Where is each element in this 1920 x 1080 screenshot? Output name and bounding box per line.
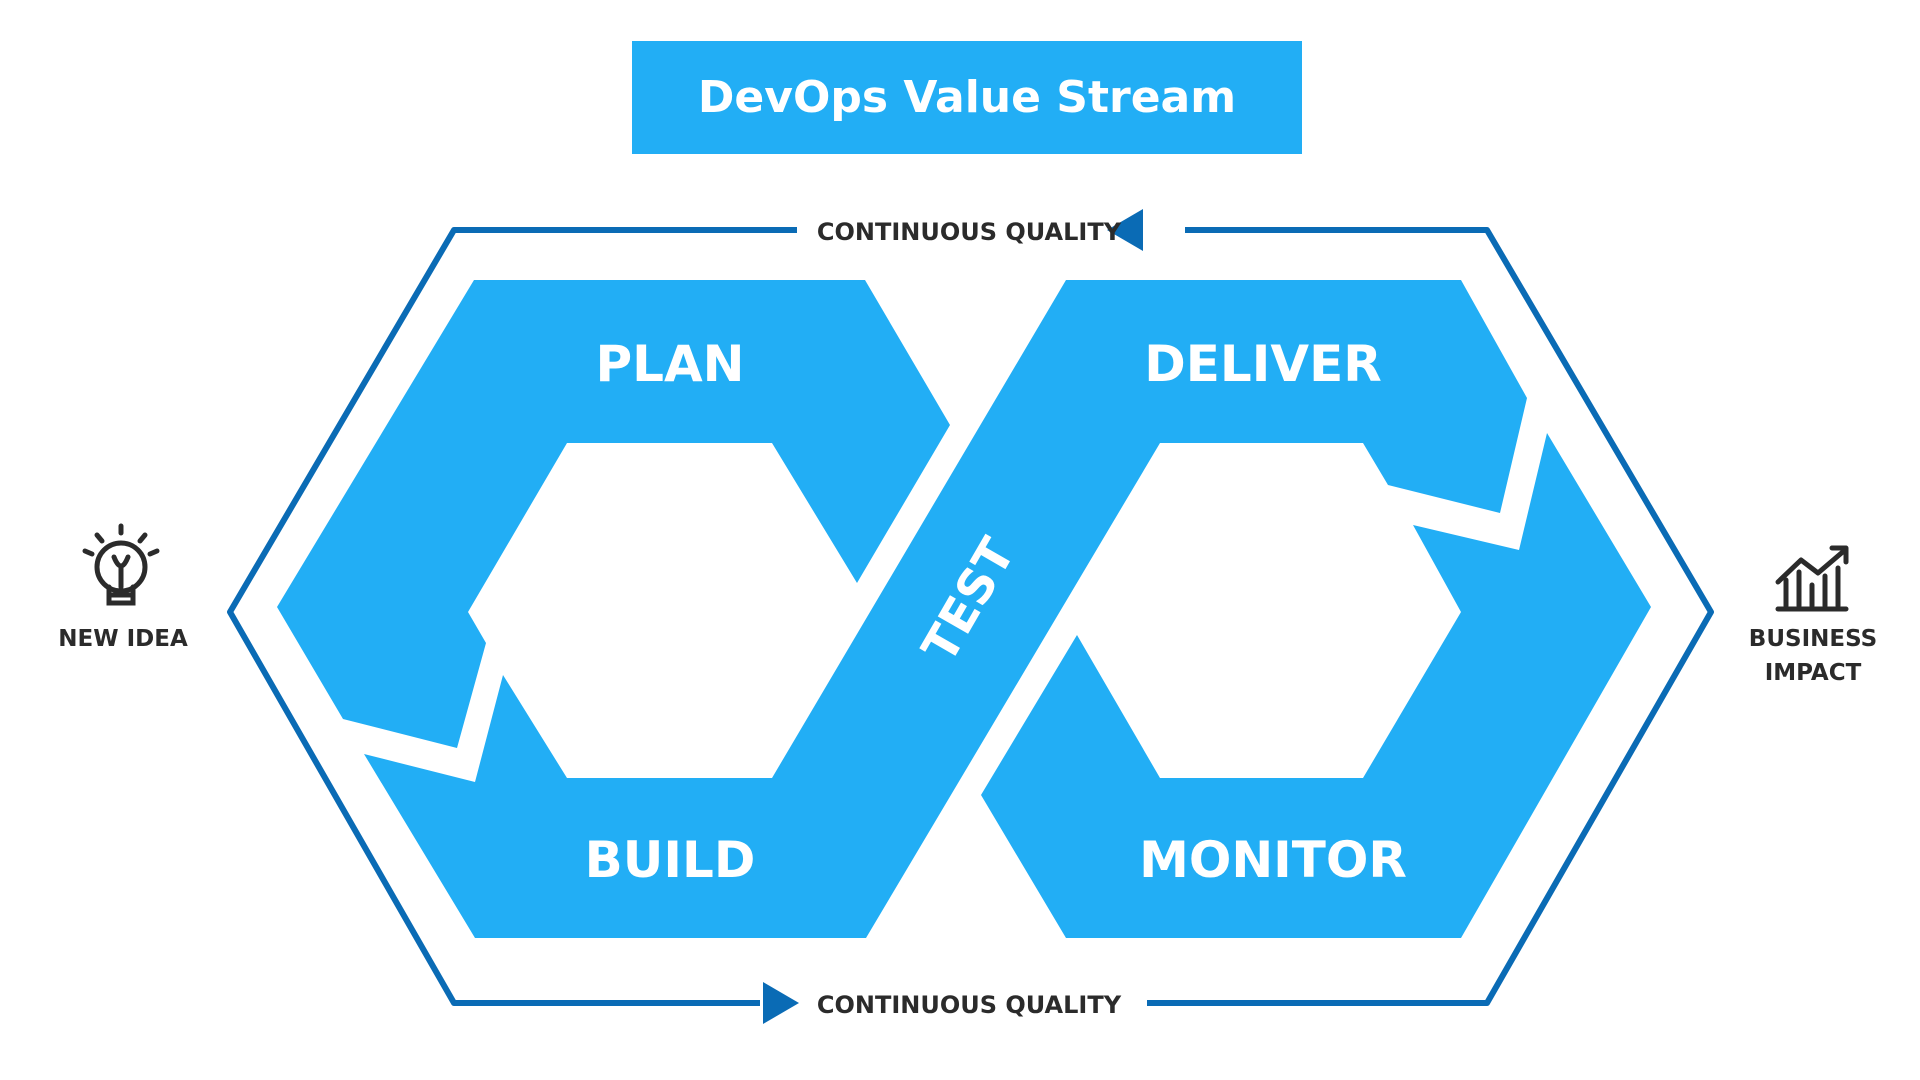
deliver-band [981, 433, 1651, 938]
stage-build-label: BUILD [585, 831, 756, 889]
loop-top-label: CONTINUOUS QUALITY [817, 218, 1122, 246]
business-impact-label-line2: IMPACT [1765, 660, 1862, 686]
build-band [364, 280, 1527, 938]
business-impact-label-line1: BUSINESS [1749, 626, 1877, 652]
loop-top-arrowhead [1107, 209, 1143, 251]
page-title: DevOps Value Stream [698, 72, 1236, 123]
loop-bottom-arrowhead [763, 982, 799, 1024]
devops-infinity-band [277, 280, 1651, 938]
new-idea-label: NEW IDEA [58, 626, 188, 652]
continuous-quality-loop [227, 227, 1714, 1006]
title-banner: DevOps Value Stream [632, 41, 1302, 154]
loop-top-right-line [1147, 227, 1714, 1006]
stage-monitor-label: MONITOR [1139, 831, 1407, 889]
loop-top-left-line [227, 227, 797, 1006]
loop-bottom-label: CONTINUOUS QUALITY [817, 991, 1122, 1019]
lightbulb-icon [82, 523, 160, 606]
growth-chart-icon [1775, 545, 1849, 612]
stage-deliver-label: DELIVER [1144, 335, 1381, 393]
stage-plan-label: PLAN [595, 335, 744, 393]
plan-band [277, 280, 950, 748]
